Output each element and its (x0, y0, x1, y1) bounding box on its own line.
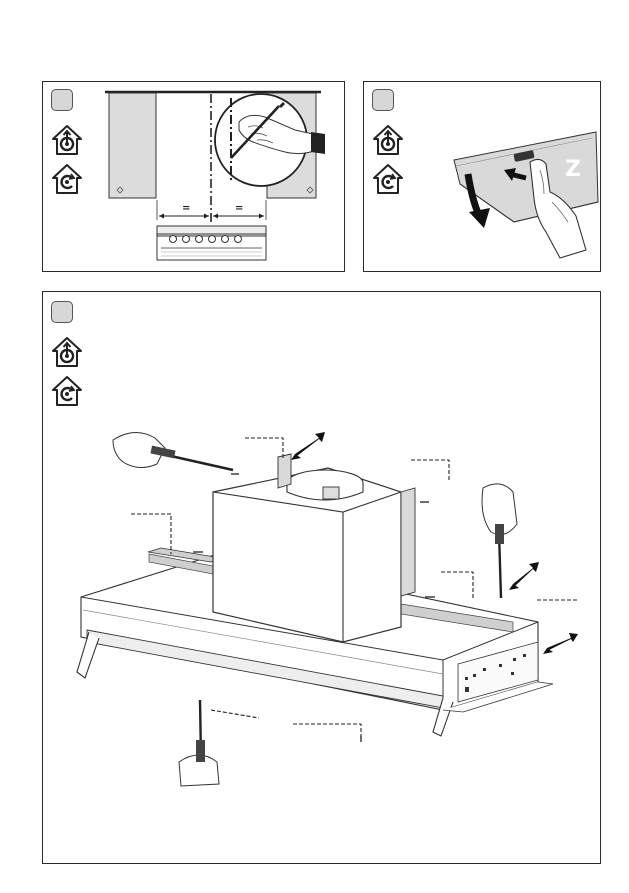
z-label: Z (565, 157, 581, 182)
equal-sign-right: = (235, 203, 243, 214)
step-panel-hood-assembly (42, 291, 601, 864)
open-panel-illustration: Z (364, 82, 602, 273)
centering-illustration: = = (43, 82, 346, 273)
equal-sign-left: = (182, 203, 190, 214)
step-panel-centering: = = (42, 81, 345, 272)
step-panel-open-filter: Z (363, 81, 601, 272)
hood-assembly-illustration (43, 292, 602, 865)
